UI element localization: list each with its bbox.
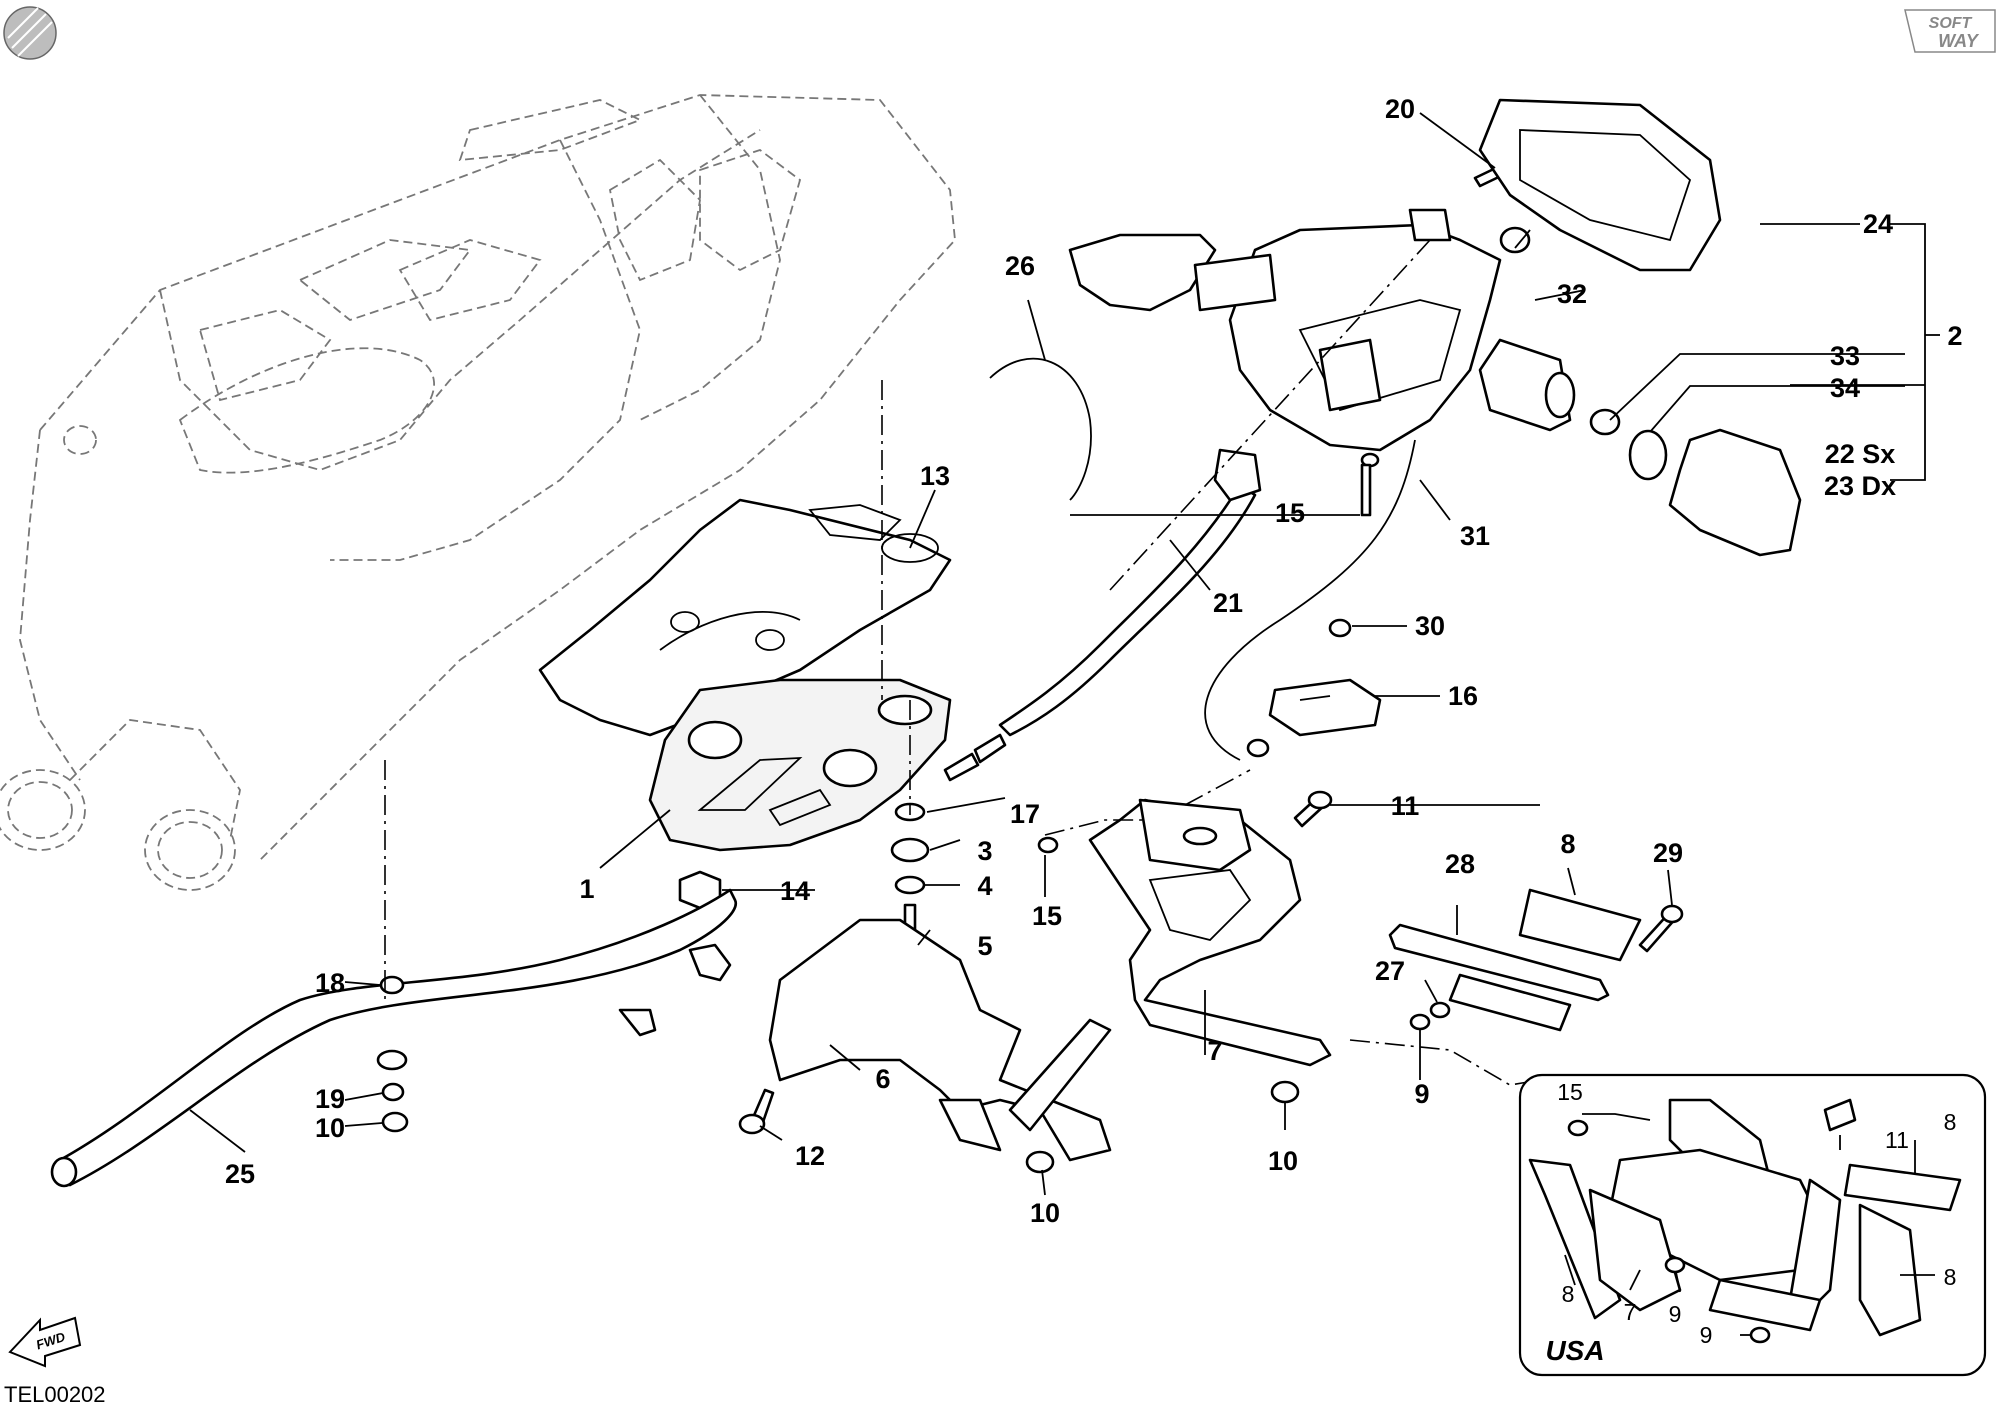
part-26-tie-wrap: [989, 357, 1092, 501]
softway-logo: SOFT WAY: [1904, 9, 1996, 53]
tail-bodywork-ghost: [0, 94, 956, 891]
label-part-5: 5: [977, 931, 992, 961]
part-28-bar: [1388, 923, 1610, 1002]
label-part-9: 9: [1414, 1079, 1429, 1109]
label-part-27: 27: [1375, 956, 1405, 986]
part-16-sensor: [1268, 678, 1382, 737]
model-icon: [3, 6, 57, 60]
label-part-15-mid: 15: [1032, 901, 1062, 931]
label-part-11: 11: [1391, 791, 1420, 821]
drawing-code: TEL00202: [4, 1382, 106, 1407]
part-15-screw-head: [1037, 836, 1059, 854]
part-10-nut-lower: [1025, 1150, 1055, 1174]
part-15-screw-upper: [1360, 463, 1372, 517]
label-part-12: 12: [795, 1141, 825, 1171]
label-part-21: 21: [1213, 588, 1243, 618]
part-10-nut-right: [1270, 1080, 1300, 1104]
label-part-15-top: 15: [1275, 498, 1305, 528]
label-part-13: 13: [920, 461, 950, 491]
part-32-bulb: [1499, 226, 1531, 254]
part-19-nut: [381, 1082, 405, 1102]
inset-label-7: 7: [1624, 1299, 1637, 1325]
part-6-left-bracket: [768, 918, 1112, 1162]
part-24-rear-lens: [1478, 98, 1722, 272]
label-part-3: 3: [977, 836, 992, 866]
inset-label-8-top: 8: [1944, 1109, 1957, 1135]
part-21-wiring: [998, 483, 1257, 737]
label-part-19: 19: [315, 1084, 345, 1114]
fwd-arrow-icon: [8, 1316, 82, 1368]
label-part-7: 7: [1207, 1036, 1222, 1066]
inset-label-9-lower: 9: [1700, 1322, 1713, 1348]
label-part-32: 32: [1557, 279, 1587, 309]
label-part-14: 14: [780, 876, 810, 906]
svg-text:SOFT: SOFT: [1929, 15, 1973, 32]
part-31-cable: [1204, 439, 1416, 761]
part-25-grab-rail: [58, 888, 738, 1187]
part-27-washer: [1429, 1001, 1451, 1019]
label-part-8: 8: [1560, 829, 1575, 859]
label-part-24: 24: [1863, 209, 1893, 239]
part-33-bulb: [1589, 408, 1621, 436]
part-22-23-indicator-lens: [1668, 428, 1802, 557]
label-part-26: 26: [1005, 251, 1035, 281]
label-part-28: 28: [1445, 849, 1475, 879]
label-part-10-right: 10: [1268, 1146, 1298, 1176]
label-part-31: 31: [1460, 521, 1490, 551]
part-3-grommet: [890, 837, 930, 863]
label-part-22: 22 Sx: [1825, 439, 1896, 469]
label-part-33: 33: [1830, 341, 1860, 371]
label-part-1: 1: [579, 874, 594, 904]
svg-text:WAY: WAY: [1938, 31, 1980, 51]
inset-label-8-left: 8: [1562, 1281, 1575, 1307]
part-9-washer: [1409, 1013, 1431, 1031]
part-34-gasket: [1628, 429, 1668, 481]
label-part-18: 18: [315, 968, 345, 998]
label-part-23: 23 Dx: [1824, 471, 1896, 501]
usa-inset: [1518, 1073, 1987, 1377]
label-part-6: 6: [875, 1064, 890, 1094]
part-8-reflector: [1518, 888, 1642, 962]
label-part-10-left: 10: [315, 1113, 345, 1143]
label-part-17: 17: [1010, 799, 1040, 829]
label-part-10-center: 10: [1030, 1198, 1060, 1228]
part-18-washer: [379, 975, 405, 995]
label-part-34: 34: [1830, 373, 1860, 403]
label-part-29: 29: [1653, 838, 1683, 868]
label-part-2: 2: [1947, 321, 1962, 351]
left-indicator: [1068, 233, 1217, 312]
inset-label-8-right: 8: [1944, 1264, 1957, 1290]
label-part-30: 30: [1415, 611, 1445, 641]
inset-label-11: 11: [1885, 1127, 1909, 1153]
label-part-20: 20: [1385, 94, 1415, 124]
inset-label-15: 15: [1557, 1079, 1583, 1105]
inset-title: USA: [1545, 1335, 1604, 1366]
part-7-plate-holder: [1088, 798, 1332, 1067]
label-part-4: 4: [977, 871, 992, 901]
part-4-washer: [894, 875, 926, 895]
part-30-grommet: [1328, 618, 1352, 638]
inset-label-9-upper: 9: [1669, 1301, 1682, 1327]
label-part-16: 16: [1448, 681, 1478, 711]
label-part-25: 25: [225, 1159, 255, 1189]
